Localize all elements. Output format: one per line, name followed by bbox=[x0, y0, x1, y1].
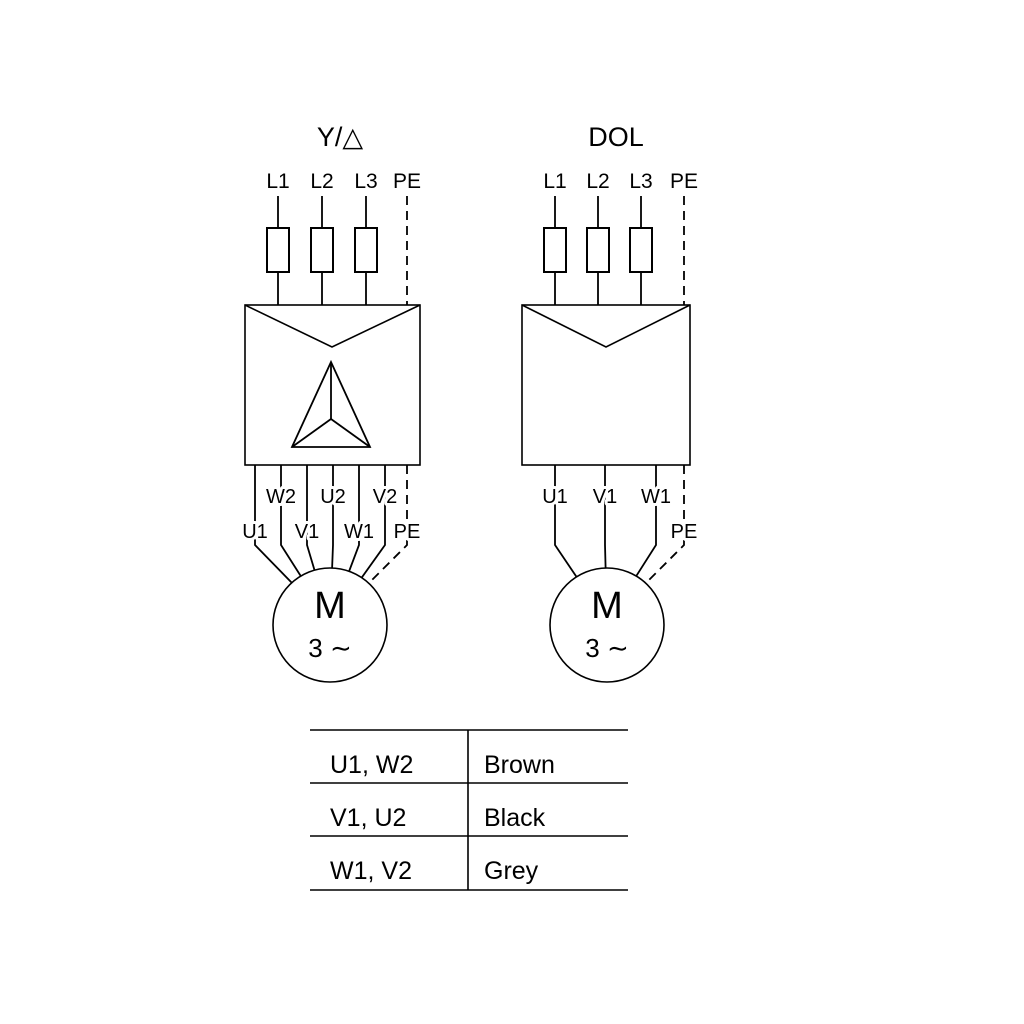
left-l3-label: L3 bbox=[354, 170, 377, 193]
star-delta-diagram: Y/△ L1 L2 L3 PE W2 U2 bbox=[239, 122, 423, 683]
table-row-3: W1, V2 Grey bbox=[330, 857, 539, 885]
right-v1-label: V1 bbox=[593, 486, 617, 508]
right-fuse-l2 bbox=[586, 227, 610, 273]
left-u1-label: U1 bbox=[242, 521, 268, 543]
delta-inner-line-left bbox=[291, 418, 332, 448]
table-row-3-color: Grey bbox=[484, 857, 539, 885]
table-row-2: V1, U2 Black bbox=[330, 804, 546, 832]
star-delta-starter-box bbox=[244, 304, 421, 466]
dol-diagram: DOL L1 L2 L3 PE U1 V1 W1 PE M 3 ∼ bbox=[521, 122, 700, 683]
left-l2-label: L2 bbox=[310, 170, 333, 193]
table-row-2-color: Black bbox=[484, 804, 546, 832]
right-motor-phases: 3 ∼ bbox=[585, 633, 628, 663]
left-pe-bottom-label: PE bbox=[394, 521, 421, 543]
table-row-1-color: Brown bbox=[484, 751, 555, 779]
right-chevron-icon bbox=[521, 304, 691, 348]
left-pe-top-label: PE bbox=[393, 170, 421, 193]
left-v1-label: V1 bbox=[295, 521, 319, 543]
right-fuse-l3 bbox=[629, 227, 653, 273]
right-pe-top-label: PE bbox=[670, 170, 698, 193]
right-l3-label: L3 bbox=[629, 170, 652, 193]
delta-inner-line-right bbox=[330, 418, 371, 448]
left-w2-label: W2 bbox=[266, 486, 296, 508]
left-fuse-l3 bbox=[354, 227, 378, 273]
left-v2-label: V2 bbox=[373, 486, 397, 508]
table-row-1: U1, W2 Brown bbox=[330, 751, 555, 779]
delta-triangle bbox=[290, 359, 372, 448]
right-l1-label: L1 bbox=[543, 170, 566, 193]
right-motor-circle bbox=[549, 567, 665, 683]
right-pe-bottom-label: PE bbox=[671, 521, 698, 543]
star-delta-title: Y/△ bbox=[317, 122, 364, 152]
delta-symbol-icon bbox=[290, 359, 372, 448]
table-row-2-terminals: V1, U2 bbox=[330, 804, 406, 832]
right-fuse-l1 bbox=[543, 227, 567, 273]
table-row-1-terminals: U1, W2 bbox=[330, 751, 413, 779]
left-motor-circle bbox=[272, 567, 388, 683]
left-fuse-l2 bbox=[310, 227, 334, 273]
wire-color-table: U1, W2 Brown V1, U2 Black W1, V2 Grey bbox=[310, 729, 628, 891]
left-motor-phases: 3 ∼ bbox=[308, 633, 351, 663]
right-l2-label: L2 bbox=[586, 170, 609, 193]
dol-starter-box bbox=[521, 304, 691, 466]
left-chevron-icon bbox=[244, 304, 421, 348]
right-u1-label: U1 bbox=[542, 486, 568, 508]
left-motor-symbol: M bbox=[314, 585, 346, 627]
left-l1-label: L1 bbox=[266, 170, 289, 193]
right-w1-label: W1 bbox=[641, 486, 671, 508]
left-u2-label: U2 bbox=[320, 486, 346, 508]
left-w1-label: W1 bbox=[344, 521, 374, 543]
table-row-3-terminals: W1, V2 bbox=[330, 857, 412, 885]
right-motor-symbol: M bbox=[591, 585, 623, 627]
left-fuse-l1 bbox=[266, 227, 290, 273]
dol-title: DOL bbox=[588, 122, 644, 152]
